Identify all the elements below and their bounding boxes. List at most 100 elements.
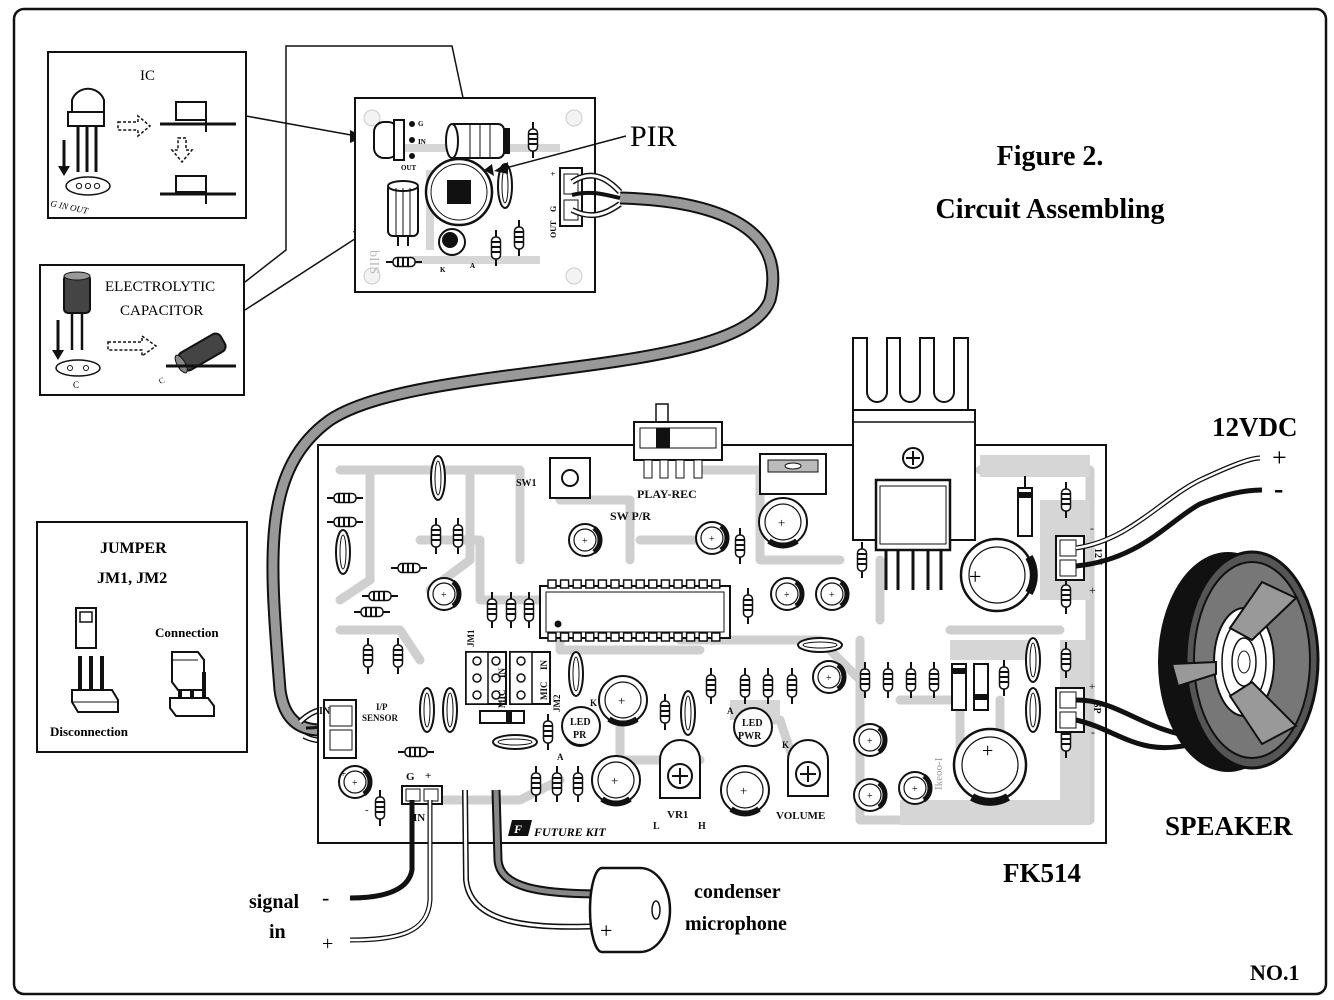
svg-text:+: + [549, 171, 558, 176]
pcb-sw-pr-label: SW P/R [610, 509, 651, 523]
svg-text:-: - [1091, 725, 1095, 739]
jm1-header[interactable] [465, 651, 507, 705]
pir-board: G IN OUT bIIS [354, 97, 596, 293]
board-name: FK514 [1003, 858, 1081, 888]
sensor-connector [323, 699, 357, 759]
ic-socket [539, 579, 731, 642]
pcb-led-pwr-label-1: LED [742, 718, 763, 729]
speaker-icon [1158, 550, 1320, 772]
capacitor-pin-label: C [73, 380, 79, 390]
pcb-led-pr-label-2: PR [573, 730, 587, 741]
speaker-label: SPEAKER [1165, 811, 1293, 841]
capacitor-left-icon [387, 180, 419, 246]
diode-2 [951, 663, 967, 711]
big-capacitor-2: + [952, 727, 1028, 806]
svg-text:+: + [1089, 583, 1096, 597]
pcb-a-label-1: A [557, 752, 564, 762]
capacitor-inset: C C ELECTROLYTIC CAPACITOR [39, 264, 245, 396]
volume-trimmer[interactable] [787, 739, 829, 797]
ic-socket-pin [635, 579, 645, 589]
svg-text:G: G [549, 206, 558, 212]
voltage-regulator-icon [759, 453, 827, 495]
pcb-sw1-label: SW1 [516, 478, 537, 489]
capacitor-title-2: CAPACITOR [120, 303, 203, 319]
signal-plus-sign: + [322, 933, 333, 955]
ic-socket-pin [660, 632, 671, 642]
signal-in-connector [401, 785, 443, 805]
sw1-push-button[interactable] [549, 457, 591, 499]
ic-socket-pin [610, 579, 620, 589]
svg-text:OUT: OUT [549, 220, 558, 238]
ic-socket-pin [660, 579, 671, 589]
svg-text:+: + [340, 768, 346, 780]
pcb-sensor-label: SENSOR [362, 713, 399, 723]
vr1-trimmer[interactable] [659, 739, 701, 799]
signal-label-1: signal [249, 891, 299, 913]
signal-label-2: in [269, 921, 286, 943]
pir-led-icon [438, 228, 466, 256]
ic-socket-pin [597, 579, 608, 589]
svg-text:-: - [365, 804, 369, 816]
pcb-jm2-in-label: IN [539, 659, 549, 670]
pcb-signal-plus-label: + [425, 770, 431, 782]
jumper-inset: JUMPER JM1, JM2 Connection Disconnection [36, 521, 248, 753]
ic-socket-pin [673, 632, 683, 642]
pcb-jm1-label: JM1 [466, 629, 476, 647]
pcb-vr-h-label: H [698, 821, 706, 832]
ic-socket-pin [685, 632, 696, 642]
pcb-jm2-mic-label: MIC [539, 682, 549, 701]
pcb-sensor-in-label: IN [319, 706, 331, 717]
microphone-label-2: microphone [685, 913, 787, 935]
ic-socket-pin [610, 632, 620, 642]
pcb-volume-label: VOLUME [776, 810, 825, 822]
ic-inset: G IN OUT IC [47, 51, 247, 219]
page-number: NO.1 [1250, 960, 1300, 985]
svg-text:C: C [158, 376, 166, 386]
pir-label: PIR [630, 120, 677, 153]
pcb-ip-label: I/P [376, 702, 388, 712]
svg-text:K: K [440, 266, 446, 274]
pcb-vr-l-label: L [653, 821, 660, 832]
ic-socket-pin [648, 579, 658, 589]
transistor-icon [58, 87, 111, 196]
pir-sensor-icon [424, 157, 494, 227]
pcb-k-label-2: K [782, 740, 789, 750]
play-rec-switch[interactable] [633, 403, 723, 479]
ic-socket-pin [547, 579, 557, 589]
svg-text:FUTURE KIT: FUTURE KIT [533, 825, 606, 839]
microphone-wires [462, 789, 605, 930]
ic-socket-pin [585, 632, 595, 642]
pcb-12v-label: 12V [1092, 548, 1103, 566]
mic-plus-label: + [600, 918, 612, 943]
signal-minus-sign: - [322, 885, 329, 910]
power-amplifier-ic [874, 478, 952, 590]
electrolytic-capacitor-icon [52, 271, 101, 377]
svg-text:+: + [982, 740, 993, 762]
ic-socket-pin [585, 579, 595, 589]
svg-text:bIIS: bIIS [366, 250, 381, 274]
svg-text:A: A [470, 262, 475, 270]
figure-title: Figure 2. [997, 141, 1104, 172]
big-capacitor-1: + [959, 537, 1038, 613]
ic-socket-pin [559, 632, 570, 642]
signal-wires [349, 800, 433, 943]
speaker-connector [1055, 687, 1085, 733]
power-wires [1075, 455, 1263, 569]
pcb-part-code: Ikeoo-I [933, 757, 945, 790]
ic-socket-pin [547, 632, 557, 642]
ic-socket-pin [622, 632, 633, 642]
ic-socket-pin [559, 579, 570, 589]
pcb-sp-label: SP [1091, 702, 1102, 714]
power-plus-sign: + [1272, 443, 1287, 472]
ic-socket-pin [572, 579, 582, 589]
jumper-title-2: JM1, JM2 [97, 570, 167, 587]
jumper-title-1: JUMPER [100, 540, 167, 557]
ic-socket-pin [673, 579, 683, 589]
svg-text:G: G [418, 120, 424, 128]
jm2-header[interactable] [509, 651, 551, 705]
ic-socket-pin [711, 632, 721, 642]
pcb-jm1-in-label: IN [497, 667, 507, 678]
led-pwr [733, 707, 773, 747]
svg-text:-: - [1090, 521, 1094, 535]
pcb-vr1-label: VR1 [667, 809, 688, 821]
